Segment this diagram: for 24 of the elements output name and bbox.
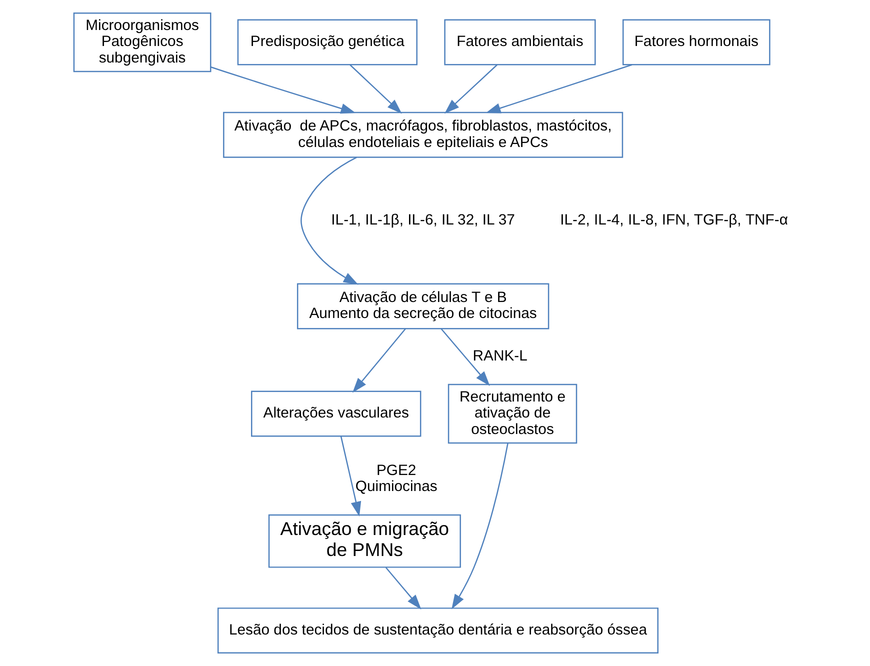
node-box: Alterações vasculares — [250, 390, 421, 437]
arrow — [210, 66, 356, 114]
arrow — [444, 64, 497, 114]
arrow — [451, 443, 508, 610]
node-box: Recrutamento e ativação de osteoclastos — [447, 384, 577, 444]
node-box: Ativação de APCs, macrófagos, fibroblastos, mastócitos, células endoteliais e epiteliais e APCs — [222, 112, 623, 158]
arrow — [440, 328, 490, 386]
label: IL-1, IL-1β, IL-6, IL 32, IL 37 — [330, 212, 514, 228]
arrow — [340, 436, 361, 517]
node-box: Ativação e migração de PMNs — [268, 514, 460, 568]
node-box: Lesão dos tecidos de sustentação dentária e reabsorção óssea — [216, 608, 658, 654]
node-box: Ativação de células T e B Aumento da secreção de citocinas — [296, 283, 549, 330]
node-box: Predisposição genética — [236, 19, 417, 66]
label: IL-2, IL-4, IL-8, IFN, TGF-β, TNF-α — [560, 212, 788, 228]
edge-label: PGE2 Quimiocinas — [354, 462, 437, 495]
arrow — [300, 156, 358, 285]
arrow — [349, 64, 402, 114]
arrow — [384, 567, 421, 610]
edge-label: RANK-L — [472, 348, 527, 364]
node-box: Fatores hormonais — [622, 19, 770, 66]
node-box: Fatores ambientais — [444, 19, 596, 66]
node-box: Microorganismos Patogênicos subgengivais — [72, 12, 211, 72]
arrow — [485, 64, 632, 114]
arrow — [352, 328, 406, 393]
